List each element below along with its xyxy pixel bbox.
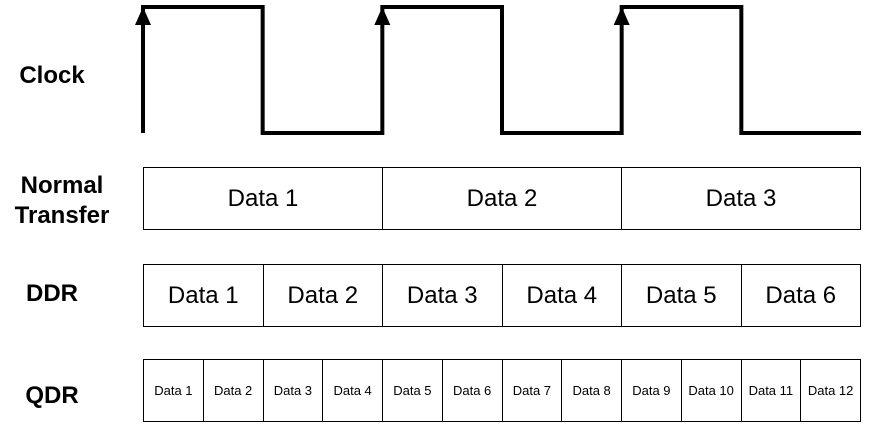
- qdr-cell-2: Data 2: [202, 360, 263, 421]
- normal-transfer-cell-1: Data 1: [227, 184, 299, 212]
- clock-waveform: [135, 5, 861, 135]
- qdr-cell-8: Data 8: [561, 360, 621, 421]
- ddr-label: DDR: [26, 280, 78, 307]
- ddr-cell-5: Data 5: [621, 265, 741, 326]
- rising-edge-arrow-icon: [374, 7, 391, 25]
- clock-signal-line: [141, 5, 861, 135]
- ddr-cell-1: Data 1: [167, 281, 239, 309]
- rising-edge-arrow-icon: [613, 7, 630, 25]
- ddr-cell-6: Data 6: [740, 265, 861, 326]
- normal-transfer-cell-3: Data 3: [621, 168, 860, 229]
- qdr-cell-1: Data 1: [154, 383, 193, 398]
- ddr-cell-3: Data 3: [382, 265, 502, 326]
- clock-label: Clock: [19, 62, 85, 89]
- normal-transfer-label-line-2: Transfer: [14, 202, 110, 229]
- qdr-cell-5: Data 5: [382, 360, 442, 421]
- qdr-cell-10: Data 10: [680, 360, 741, 421]
- normal-transfer-cell-2: Data 2: [382, 168, 621, 229]
- ddr-cell-4: Data 4: [501, 265, 622, 326]
- normal-transfer-label: Normal Transfer: [0, 171, 124, 231]
- qdr-label: QDR: [25, 382, 79, 409]
- qdr-cell-7: Data 7: [501, 360, 562, 421]
- ddr-cell-2: Data 2: [262, 265, 383, 326]
- qdr-cell-12: Data 12: [800, 360, 860, 421]
- qdr-cell-6: Data 6: [441, 360, 502, 421]
- normal-transfer-label-line-1: Normal: [20, 172, 104, 199]
- qdr-cell-3: Data 3: [262, 360, 323, 421]
- qdr-cell-4: Data 4: [322, 360, 382, 421]
- qdr-cell-11: Data 11: [740, 360, 801, 421]
- rising-edge-arrow-icon: [135, 7, 151, 25]
- qdr-cell-9: Data 9: [621, 360, 681, 421]
